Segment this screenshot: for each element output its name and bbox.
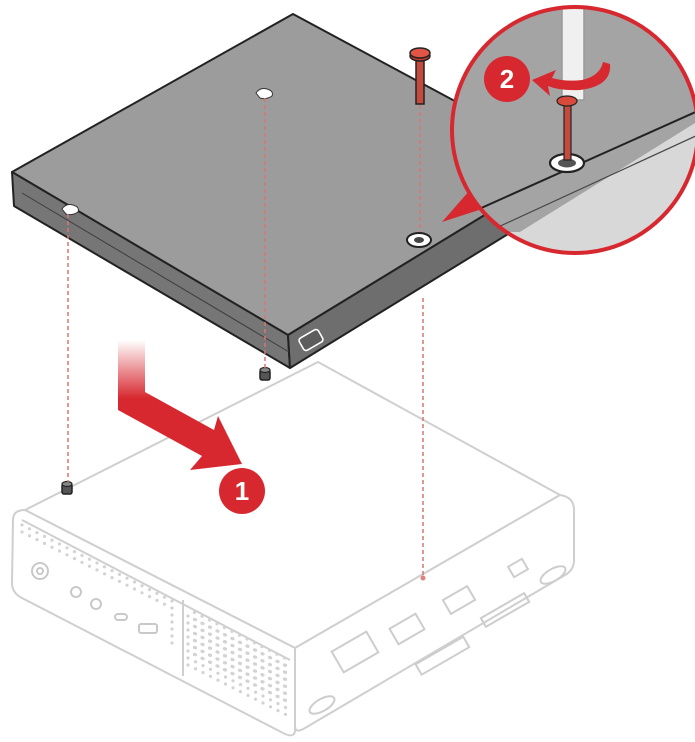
rear-ports [308, 557, 567, 715]
mounting-tabs [61, 88, 273, 216]
audio-jack-icon [90, 598, 102, 610]
front-ports [31, 562, 158, 634]
step-1-badge: 1 [219, 468, 265, 514]
step-2-badge: 2 [484, 56, 530, 102]
step-1-label: 1 [235, 476, 249, 506]
red-l-arrow-icon [118, 340, 242, 470]
counterclockwise-arrow-icon [532, 62, 611, 96]
computer-base-front [11, 509, 296, 737]
mounting-tab [61, 204, 79, 216]
standoff-posts [61, 366, 426, 581]
alignment-guides [67, 98, 424, 578]
screw-hole [406, 232, 432, 248]
power-button-icon [31, 562, 49, 580]
front-vent: (function(){ var g = document.currentScr… [20, 523, 288, 717]
standoff-post [259, 366, 271, 381]
usb-c-port-icon [114, 613, 128, 621]
computer-base [11, 361, 575, 737]
rubber-foot [539, 565, 567, 585]
eject-slot [298, 328, 324, 352]
usb-port-icon [138, 623, 158, 634]
callout-frame [450, 5, 695, 255]
step-2-label: 2 [500, 64, 514, 94]
standoff-post [61, 480, 73, 495]
audio-jack-icon [70, 586, 82, 598]
rubber-foot [308, 695, 336, 715]
computer-base-right [294, 494, 575, 732]
rear-vent [414, 635, 471, 677]
thumbscrew-icon [409, 47, 431, 105]
